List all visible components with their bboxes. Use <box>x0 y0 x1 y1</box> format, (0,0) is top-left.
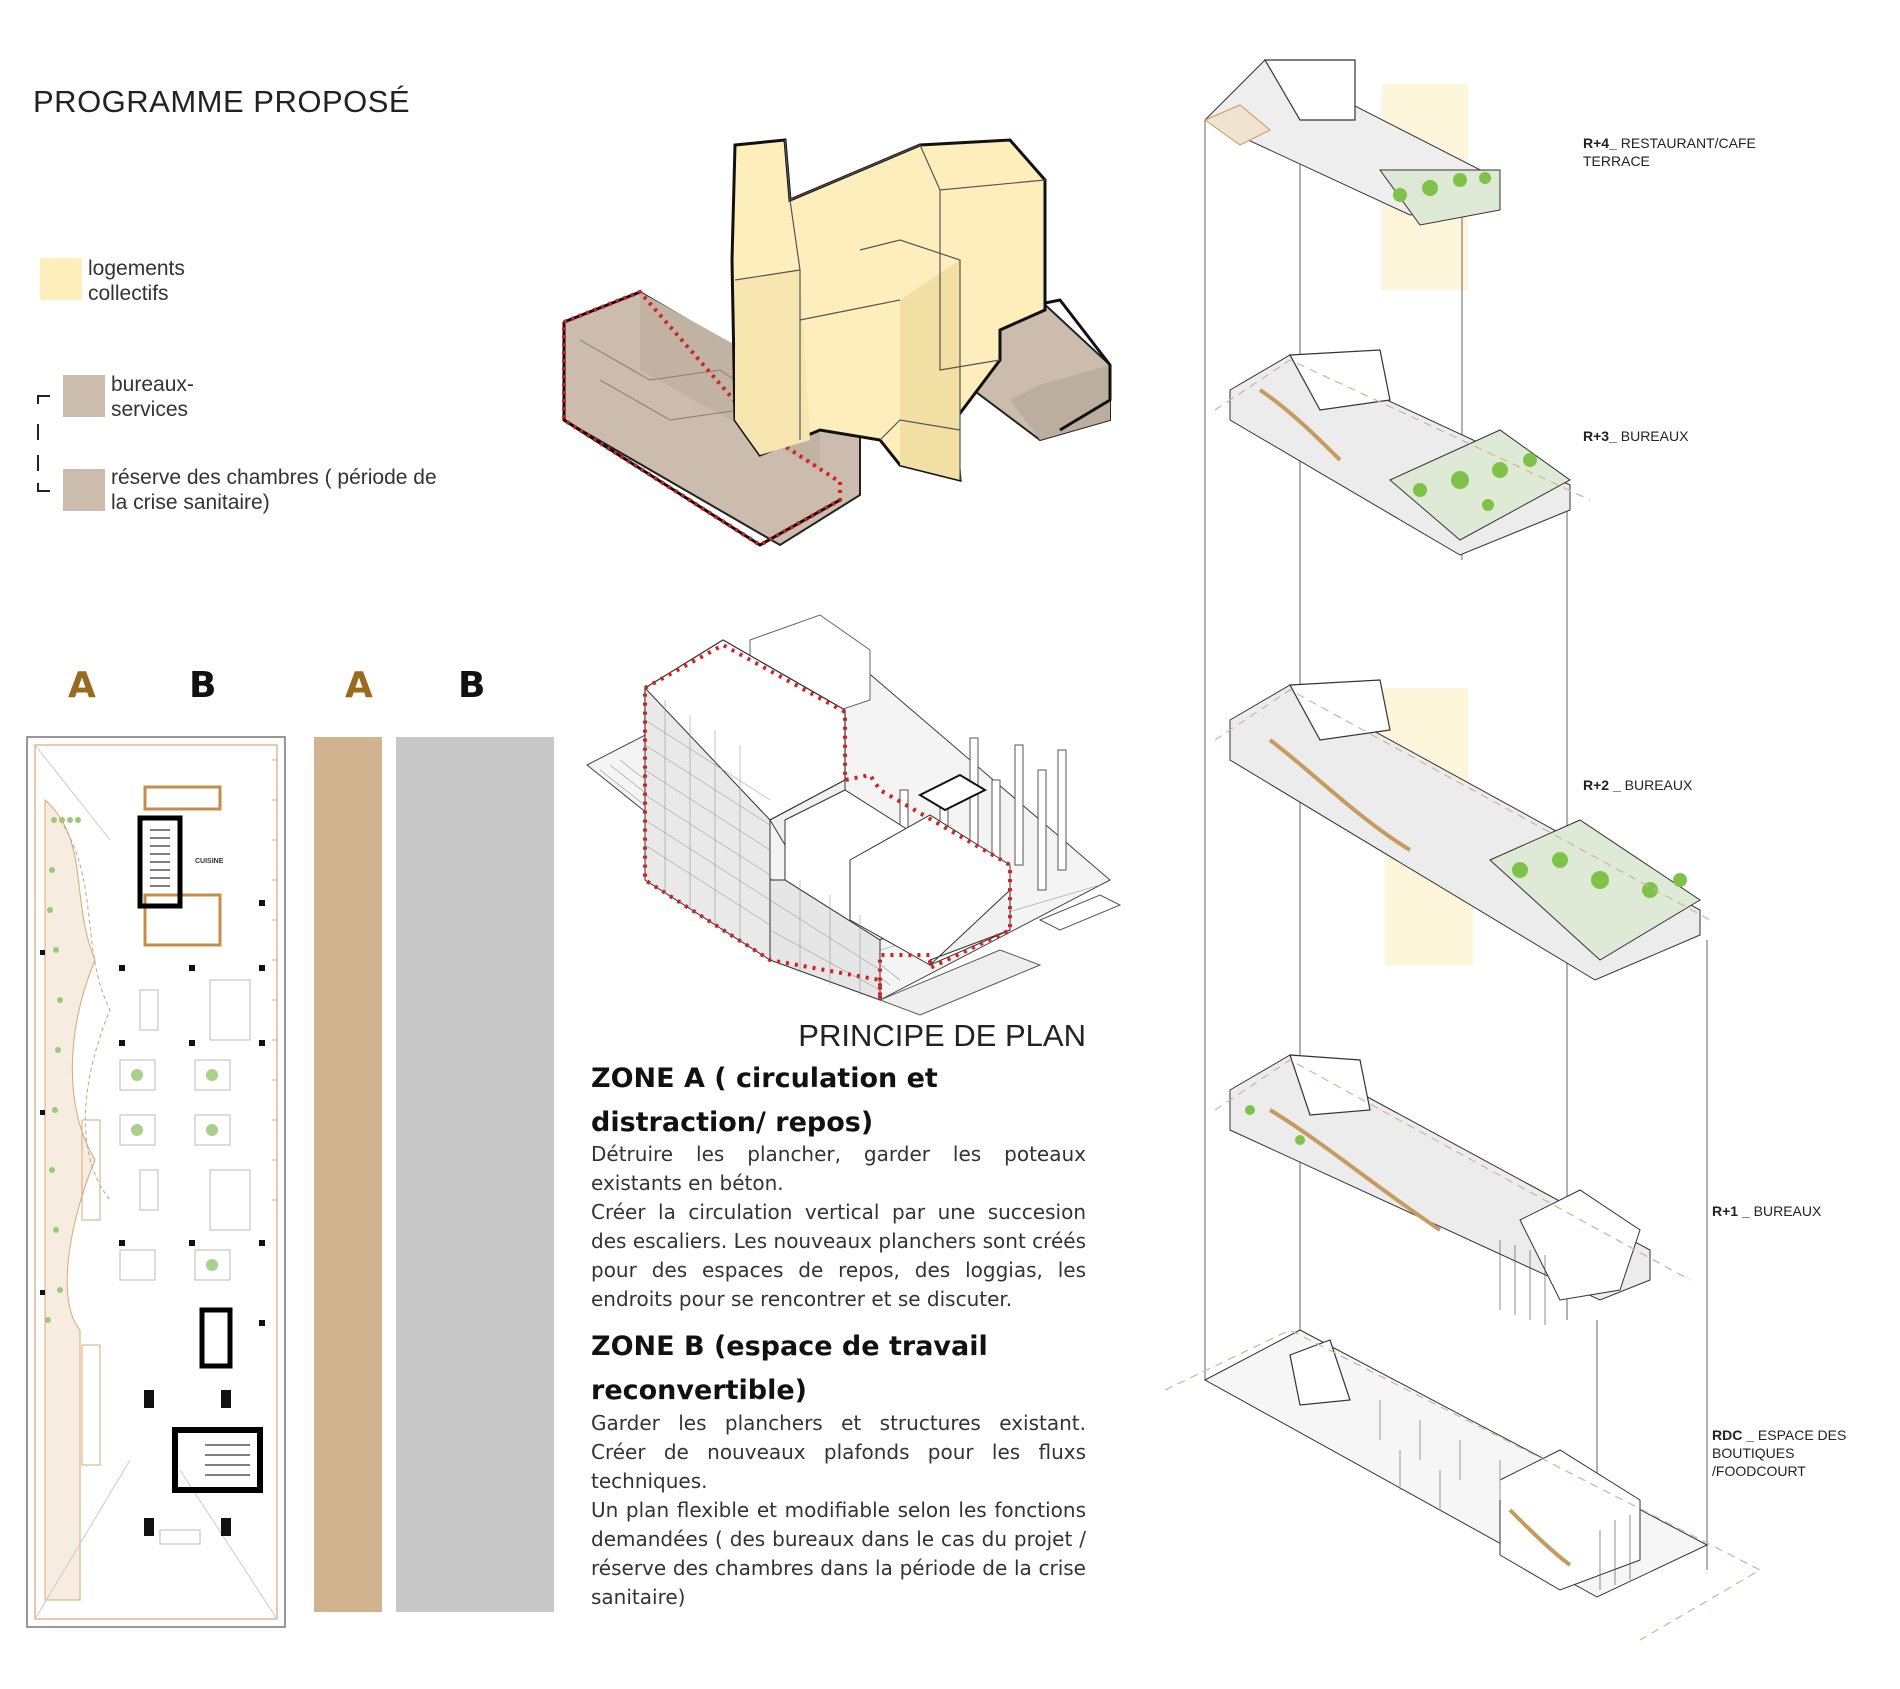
legend-bracket <box>37 395 50 492</box>
zone-a-text-2: Créer la circulation vertical par une su… <box>591 1200 1086 1311</box>
legend-label-bureaux: bureaux-services <box>111 373 194 421</box>
page-title: PROGRAMME PROPOSÉ <box>33 84 411 119</box>
zone-a-text-1: Détruire les plancher, garder les poteau… <box>591 1142 1086 1195</box>
zone-b-text-1: Garder les planchers et structures exist… <box>591 1411 1086 1493</box>
zone-letter-a-bar: A <box>345 665 373 706</box>
zone-b-text-2: Un plan flexible et modifiable selon les… <box>591 1498 1086 1609</box>
level-label-r2: R+2 _ BUREAUX <box>1583 777 1693 793</box>
zone-letter-b-bar: B <box>458 665 486 706</box>
floor-plan <box>26 736 286 1628</box>
zone-letter-b-plan: B <box>189 665 217 706</box>
level-label-r4: R+4_ RESTAURANT/CAFE TERRACE <box>1583 135 1756 169</box>
massing-axonometric <box>562 138 1112 548</box>
zone-b-bar <box>396 737 554 1612</box>
zone-b-title: ZONE B (espace de travail reconvertible) <box>591 1331 988 1406</box>
legend-swatch-reserve <box>63 469 105 511</box>
level-label-rdc: RDC _ ESPACE DES BOUTIQUES /FOODCOURT <box>1712 1427 1847 1479</box>
plan-label-cuisine: CUISINE <box>195 858 224 865</box>
legend-label-reserve: réserve des chambres ( période de la cri… <box>111 466 437 514</box>
zone-letter-a-plan: A <box>68 665 96 706</box>
level-label-r1: R+1 _ BUREAUX <box>1712 1203 1822 1219</box>
legend-swatch-logements <box>40 258 82 300</box>
principe-title: PRINCIPE DE PLAN <box>798 1018 1086 1053</box>
zone-a-bar <box>314 737 382 1612</box>
building-axonometric <box>586 614 1122 1016</box>
level-label-r3: R+3_ BUREAUX <box>1583 428 1689 444</box>
zone-a-title: ZONE A ( circulation et distraction/ rep… <box>591 1063 938 1138</box>
legend-swatch-bureaux <box>63 375 105 417</box>
legend-label-logements: logements collectifs <box>88 257 185 305</box>
